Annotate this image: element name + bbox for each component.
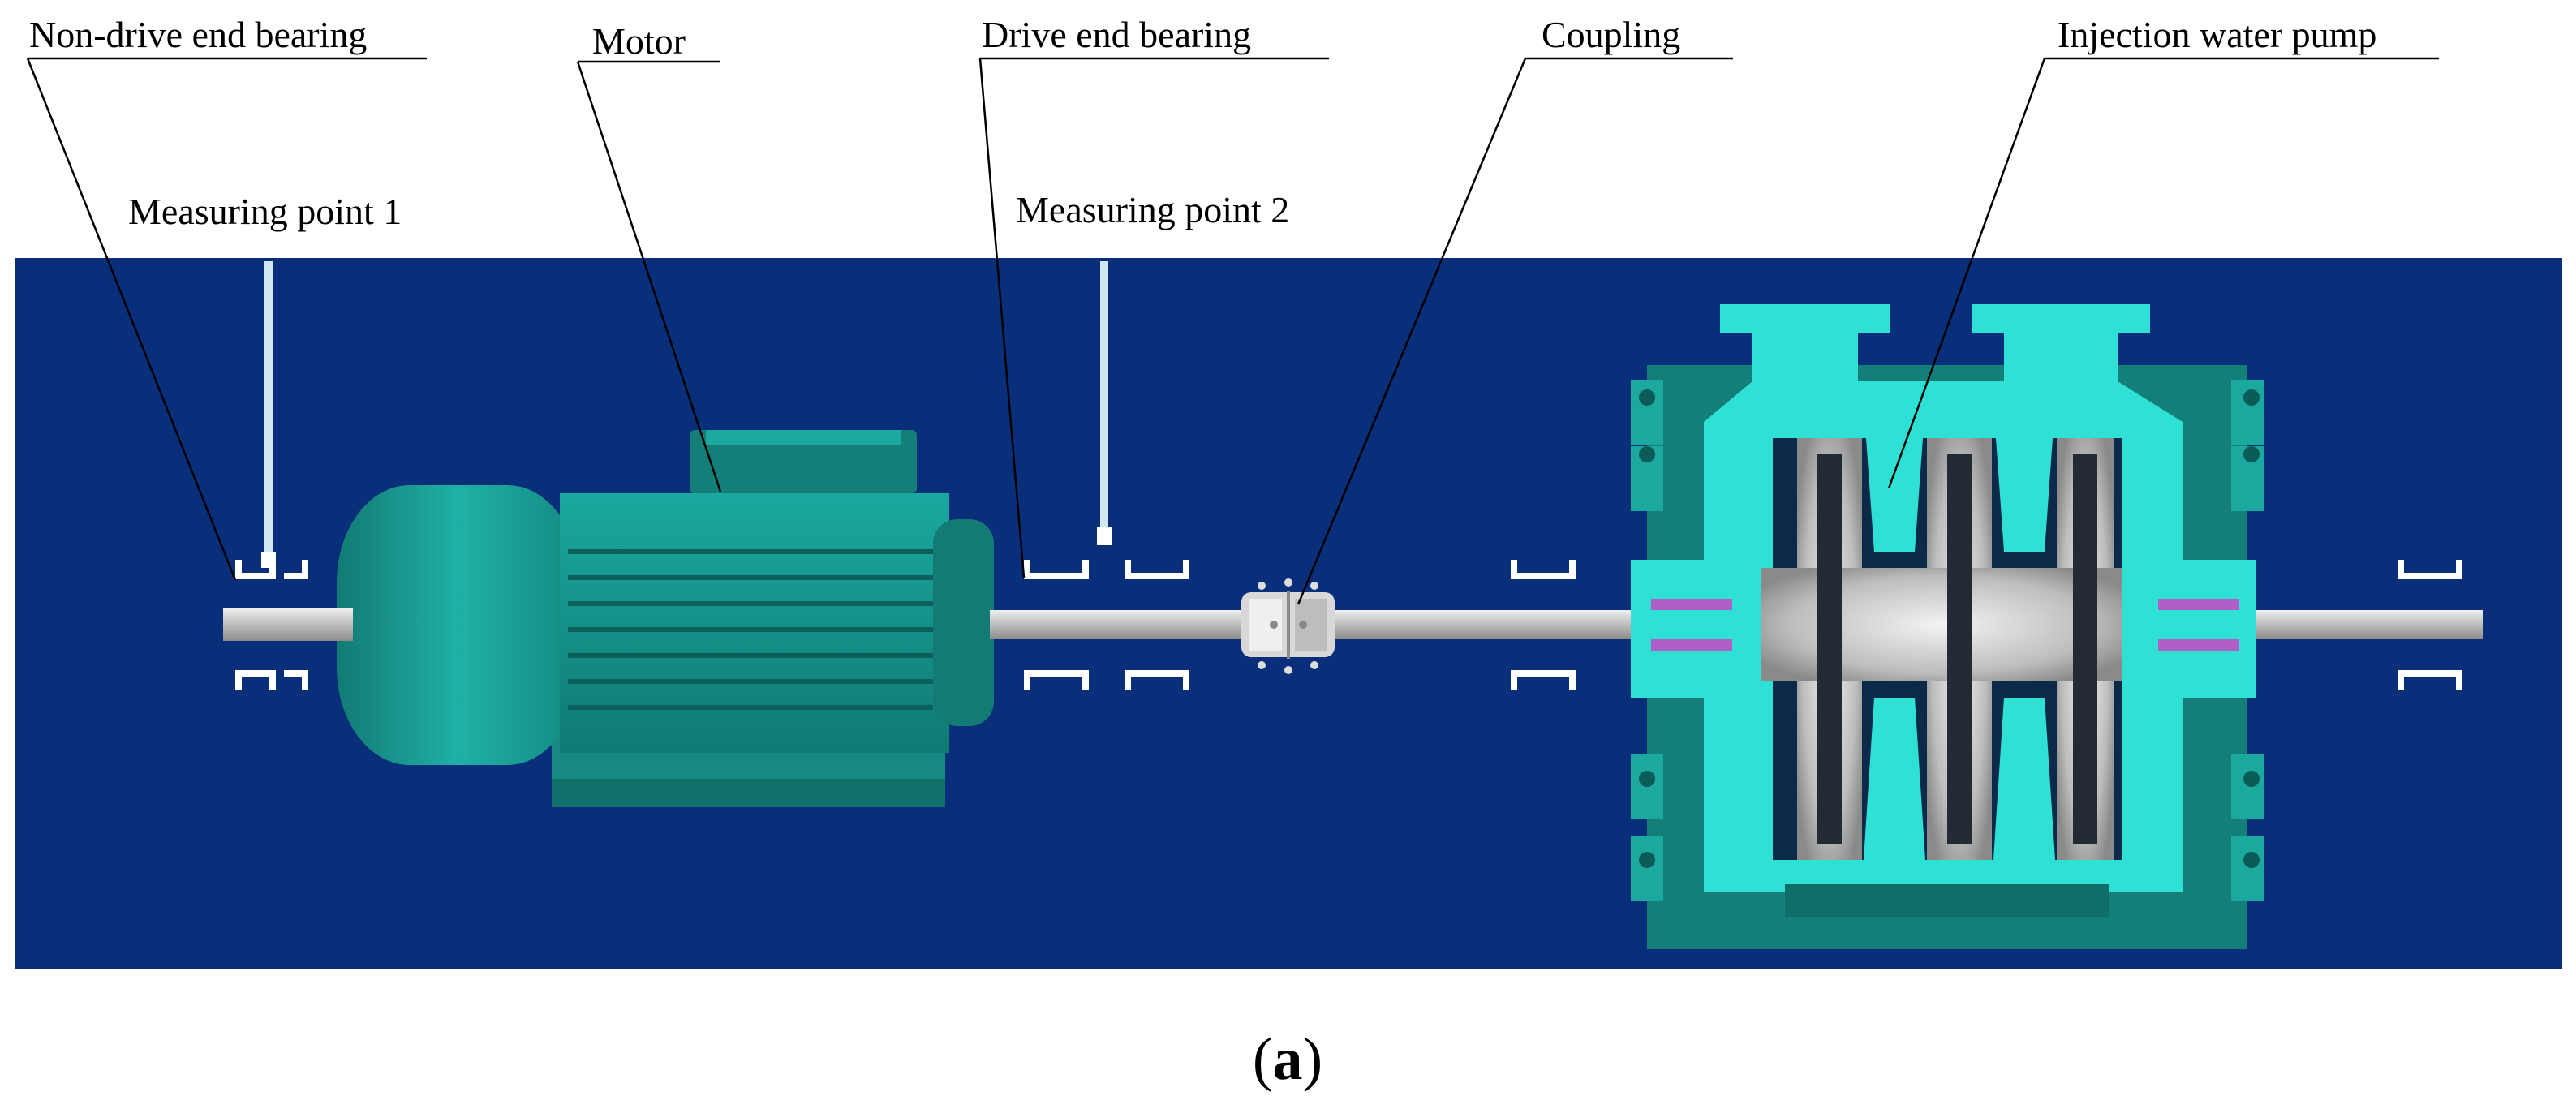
pump-seal-right: [2158, 599, 2239, 610]
label-motor: Motor: [592, 20, 686, 62]
bearing-pump-outlet: [2398, 560, 2462, 690]
caption-close-paren: ): [1303, 1026, 1323, 1093]
leader-lines: [26, 57, 2439, 605]
pump-seal-left: [1651, 599, 1732, 610]
figure-caption: (a): [1253, 1026, 1322, 1093]
motor-body: [560, 493, 949, 753]
measuring-probe-2: [1097, 261, 1112, 545]
injection-water-pump: [1631, 304, 2264, 949]
label-non-drive-end-bearing: Non-drive end bearing: [29, 14, 367, 55]
caption-letter: a: [1273, 1026, 1303, 1093]
label-injection-water-pump: Injection water pump: [2058, 14, 2376, 55]
bearing-drive-end: [1024, 560, 1189, 690]
bearing-pump-inlet: [1511, 560, 1576, 690]
label-drive-end-bearing: Drive end bearing: [982, 14, 1251, 55]
measuring-probe-1: [261, 261, 276, 568]
shaft-motor-rear: [223, 608, 353, 641]
coupling: [1241, 578, 1335, 674]
caption-open-paren: (: [1253, 1026, 1273, 1093]
motor-cooling-fins: [568, 549, 933, 710]
motor: [337, 430, 994, 807]
shaft-motor-front: [990, 610, 1266, 639]
label-measuring-point-2: Measuring point 2: [1016, 189, 1289, 230]
label-measuring-point-1: Measuring point 1: [128, 191, 402, 232]
motor-end-cap: [337, 485, 580, 765]
pump-impellers: [1761, 438, 2122, 860]
bearing-non-drive-end: [235, 560, 308, 690]
motor-terminal-box: [690, 430, 917, 493]
label-coupling: Coupling: [1542, 14, 1680, 55]
motor-flange: [933, 519, 994, 726]
